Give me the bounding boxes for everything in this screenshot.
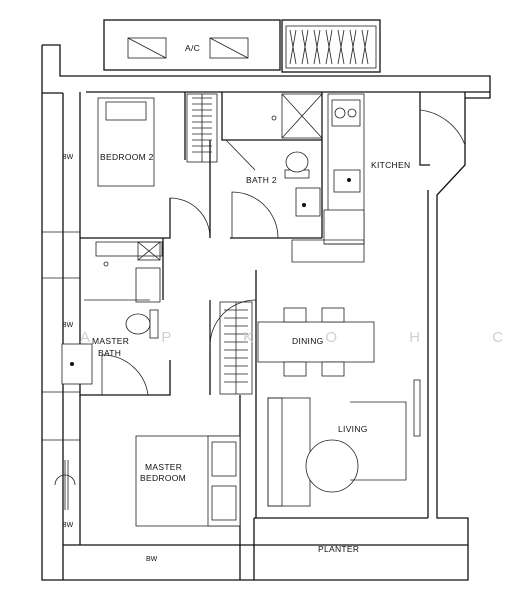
kitchen-label: KITCHEN [371, 160, 410, 170]
tv-console [413, 379, 421, 437]
hob [331, 99, 361, 127]
toilet-bowl [125, 313, 151, 335]
master-bedroom [79, 299, 257, 545]
bath-2 [209, 92, 323, 239]
bay-windows [42, 231, 80, 510]
master-bath [61, 238, 171, 396]
bedroom-2-label: BEDROOM 2 [100, 152, 154, 162]
door-swing [419, 109, 466, 165]
master-bath-label-2: BATH [98, 348, 121, 358]
door-swing [209, 299, 257, 347]
headboard [207, 435, 241, 527]
kitchen [291, 93, 466, 263]
ac-label: A/C [185, 43, 200, 53]
door-swing [169, 197, 211, 239]
ac-ledge [127, 25, 377, 69]
chair [321, 361, 345, 377]
basin [295, 187, 321, 217]
bay-window-label: BW [62, 322, 74, 329]
chair [283, 361, 307, 377]
living-label: LIVING [338, 424, 368, 434]
chair [283, 307, 307, 323]
toilet-bowl [285, 151, 309, 173]
watermark: A P K O H C W [80, 329, 507, 346]
pillow [105, 101, 147, 121]
dining-table [257, 321, 375, 363]
bay-window-label: BW [62, 154, 74, 161]
master-bedroom-label-1: MASTER [145, 462, 182, 472]
planter-label: PLANTER [318, 544, 359, 554]
room-labels: A/C BEDROOM 2 BATH 2 KITCHEN MASTER BATH… [62, 43, 410, 563]
dining-label: DINING [292, 336, 324, 346]
basin [61, 343, 93, 385]
living-dining [255, 270, 421, 518]
kitchen-sink [333, 169, 361, 193]
chair [321, 307, 345, 323]
master-bedroom-label-2: BEDROOM [140, 473, 186, 483]
bay-window-label: BW [62, 522, 74, 529]
master-bath-label-1: MASTER [92, 336, 129, 346]
fridge [323, 209, 365, 245]
bath-2-label: BATH 2 [246, 175, 277, 185]
sofa [267, 397, 311, 507]
coffee-table [305, 439, 359, 493]
door-swing [101, 354, 149, 396]
bay-window-label: BW [146, 556, 158, 563]
bedroom-2 [79, 92, 218, 239]
door-swing [231, 191, 279, 239]
ac-grille [285, 25, 377, 69]
